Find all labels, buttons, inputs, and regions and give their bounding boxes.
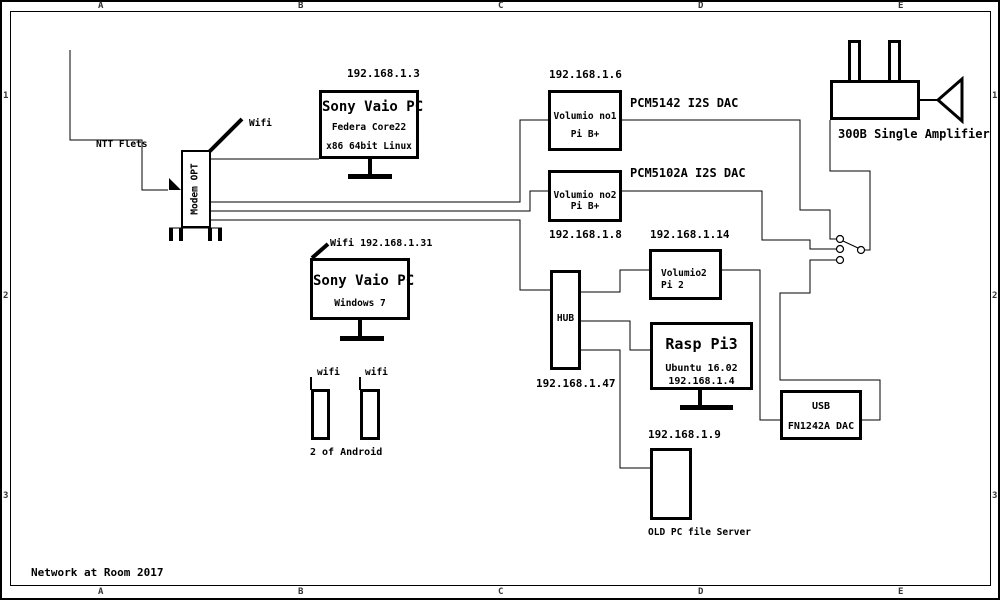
wire-amp-to-switch [829,120,871,251]
volumio-no2-ip: 192.168.1.8 [549,228,622,241]
ruler-col-d: D [698,1,704,11]
pcm5102a-dac-label: PCM5102A I2S DAC [630,166,746,180]
volumio-no1-ip: 192.168.1.6 [549,68,622,81]
volumio-no2-label: Volumio no2 [553,190,617,201]
volumio-no1-model: Pi B+ [570,129,600,140]
wire-hub-to-rasp [581,320,650,351]
inner-frame [10,11,991,586]
volumio2-label: Volumio2 [661,268,707,279]
wire-modem-to-volumio-no2 [211,190,548,212]
ruler-row-3: 3 [3,491,9,501]
wire-volumio2-to-usbdac [722,269,780,421]
amp-tube-2 [888,40,901,83]
sony-linux-os: Federa Core22 [331,122,407,133]
sony-linux-arch: x86 64bit Linux [326,141,412,152]
sonywin-wifi-antenna-icon [310,242,330,260]
rasp-pi3-os: Ubuntu 16.02 [665,363,738,374]
ntt-flets-label: NTT Flets [96,139,148,150]
modem-wifi-antenna-icon [207,117,244,154]
amp-tube-1 [848,40,861,83]
wire-usbdac-to-switch [779,259,881,421]
usb-dac-model-label: FN1242A DAC [787,421,855,432]
ruler-row-1-right: 1 [992,91,998,101]
wire-hub-to-volumio2 [581,269,649,293]
ruler-col-b: B [298,1,304,11]
android-phone-1 [311,389,330,440]
oldpc-box [650,448,692,520]
volumio-no1-label: Volumio no1 [553,111,617,122]
switch-wiper [842,240,859,249]
ruler-col-e: E [898,1,904,11]
wire-ntt-to-modem [69,50,168,191]
rasp-pi3-ip: 192.168.1.4 [668,376,735,387]
usb-dac-usb-label: USB [811,401,831,412]
sony-linux-pc-box: Sony Vaio PC Federa Core22 x86 64bit Lin… [319,90,424,159]
oldpc-caption: OLD PC file Server [648,527,751,538]
ruler-col-b-bottom: B [298,587,304,597]
modem-box: Modem OPT [181,150,211,228]
switch-common-contact [856,245,866,255]
ruler-col-e-bottom: E [898,587,904,597]
wire-volumio-no1-to-switch [622,119,836,240]
ruler-row-3-right: 3 [992,491,998,501]
amp-label: 300B Single Amplifier [838,127,990,141]
pcm5142-dac-label: PCM5142 I2S DAC [630,96,739,110]
volumio2-box: Volumio2 Pi 2 [649,249,722,300]
switch-contact-1 [835,234,845,244]
volumio2-ip: 192.168.1.14 [650,228,730,241]
ruler-col-a: A [98,1,104,11]
ruler-col-a-bottom: A [98,587,104,597]
rasp-pi3-title: Rasp Pi3 [665,335,738,353]
switch-contact-3 [835,255,845,265]
sony-win-pc-box: Sony Vaio PC Windows 7 [310,258,415,320]
volumio-no1-box: Volumio no1 Pi B+ [548,90,622,151]
ruler-col-c-bottom: C [498,587,504,597]
volumio-no2-model: Pi B+ [570,201,600,212]
amp-body [830,80,920,120]
ruler-row-2: 2 [3,291,9,301]
ruler-row-2-right: 2 [992,291,998,301]
phone2-wifi-label: wifi [365,367,388,378]
diagram-title: Network at Room 2017 [31,566,164,579]
wire-volumio-no2-to-switch [622,190,836,250]
volumio-no2-box: Volumio no2 Pi B+ [548,170,622,222]
oldpc-ip: 192.168.1.9 [648,428,721,441]
usb-dac-box: USB FN1242A DAC [780,390,862,440]
sony-win-os: Windows 7 [334,298,386,309]
wire-modem-to-hub [211,219,550,291]
sony-linux-title: Sony Vaio PC [322,99,424,115]
ruler-col-d-bottom: D [698,587,704,597]
wire-hub-to-oldpc [581,349,650,469]
sony-win-wifi-ip: Wifi 192.168.1.31 [330,238,433,249]
sony-linux-ip: 192.168.1.3 [347,67,420,80]
arrow-into-modem [169,178,181,190]
sony-win-title: Sony Vaio PC [313,273,415,289]
modem-label: Modem OPT [190,163,202,215]
hub-ip: 192.168.1.47 [536,377,616,390]
hub-box: HUB [550,270,581,370]
rasp-pi3-box: Rasp Pi3 Ubuntu 16.02 192.168.1.4 [650,322,753,390]
ruler-col-c: C [498,1,504,11]
phone1-wifi-label: wifi [317,367,340,378]
amp-speaker-icon [935,75,964,125]
ruler-row-1: 1 [3,91,9,101]
wire-modem-to-volumio-no1 [211,119,548,203]
volumio2-model: Pi 2 [661,280,684,291]
modem-wifi-label: Wifi [249,118,272,129]
android-phone-2 [360,389,380,440]
hub-label: HUB [556,313,575,324]
android-caption: 2 of Android [310,447,383,458]
switch-contact-2 [835,244,845,254]
